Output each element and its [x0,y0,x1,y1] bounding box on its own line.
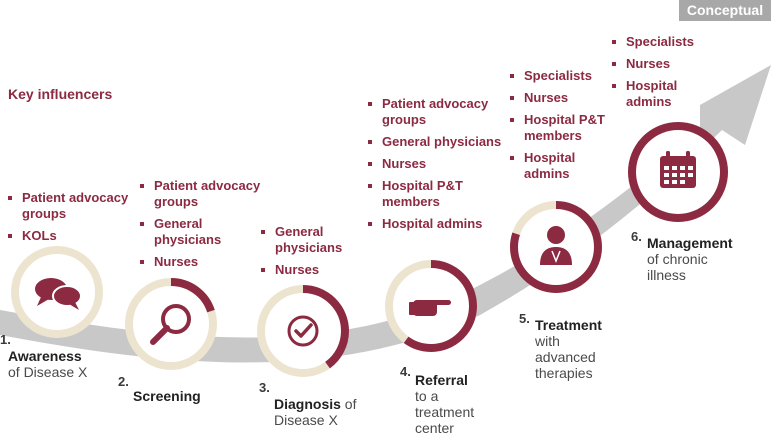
stage-name: Treatment [535,317,602,333]
influencers-list-1: Patient advocacy groups KOLs [8,190,138,250]
influencer-item: Nurses [510,90,620,106]
influencer-item: General physicians [140,216,265,248]
stage-description: of chronic illness [647,251,708,283]
stage-name: Referral [415,372,468,388]
stage-number: 3. [259,380,270,395]
stage-label-4: 4. Referral to a treatment center [400,364,500,436]
stage-number: 6. [631,229,642,244]
stage-name: Screening [133,388,201,404]
influencer-item: Hospital admins [510,150,620,182]
stage-number: 2. [118,374,129,389]
influencer-item: Specialists [510,68,620,84]
stage-label-2: 2. Screening [118,374,228,404]
influencer-item: General physicians [368,134,503,150]
influencers-list-2: Patient advocacy groups General physicia… [140,178,265,276]
influencers-list-4: Patient advocacy groups General physicia… [368,96,503,238]
influencer-item: General physicians [261,224,361,256]
influencer-item: Nurses [368,156,503,172]
stage-label-6: 6. Management of chronic illness [631,229,761,283]
influencer-item: Nurses [140,254,265,270]
influencer-item: Hospital admins [368,216,503,232]
progress-arc [510,201,602,293]
stage-description: of Disease X [274,396,357,428]
magnifier-icon [150,304,191,345]
influencer-item: Patient advocacy groups [140,178,265,210]
stage-node-1 [9,244,105,340]
stage-name: Management [647,235,733,251]
stage-label-1: 1. Awareness of Disease X [0,332,120,380]
stage-node-5 [508,199,604,295]
influencer-item: KOLs [8,228,138,244]
stage-node-6 [626,120,730,224]
influencer-item: Specialists [612,34,712,50]
key-influencers-label: Key influencers [8,86,113,102]
influencer-item: Hospital admins [612,78,712,110]
stage-name: Diagnosis [274,396,341,412]
influencer-item: Hospital P&T members [368,178,503,210]
influencer-item: Nurses [261,262,361,278]
influencers-list-5: Specialists Nurses Hospital P&T members … [510,68,620,188]
doctor-icon [540,226,572,265]
influencer-item: Patient advocacy groups [368,96,503,128]
stage-number: 1. [0,332,11,347]
progress-arc [628,122,728,222]
stage-node-2 [123,276,219,372]
stage-node-3 [255,283,351,379]
stage-description: with advanced therapies [535,333,596,381]
stage-description: of Disease X [8,364,88,380]
speech-bubbles-icon [35,278,82,310]
influencer-item: Nurses [612,56,712,72]
stage-description: to a treatment center [415,388,475,436]
stage-number: 5. [519,311,530,326]
influencer-item: Hospital P&T members [510,112,620,144]
stage-number: 4. [400,364,411,379]
checkmark-icon [287,315,319,347]
progress-arc [125,278,217,370]
progress-arc [385,260,477,352]
conceptual-badge: Conceptual [679,0,771,21]
influencers-list-6: Specialists Nurses Hospital admins [612,34,712,116]
stage-name: Awareness [8,348,82,364]
stage-label-5: 5. Treatment with advanced therapies [519,311,629,381]
influencer-item: Patient advocacy groups [8,190,138,222]
stage-node-4 [383,258,479,354]
pointing-hand-icon [409,300,451,316]
calendar-icon [660,151,696,188]
stage-label-3: 3. Diagnosis of Disease X [259,380,374,428]
influencers-list-3: General physicians Nurses [261,224,361,284]
progress-arc [257,285,349,377]
